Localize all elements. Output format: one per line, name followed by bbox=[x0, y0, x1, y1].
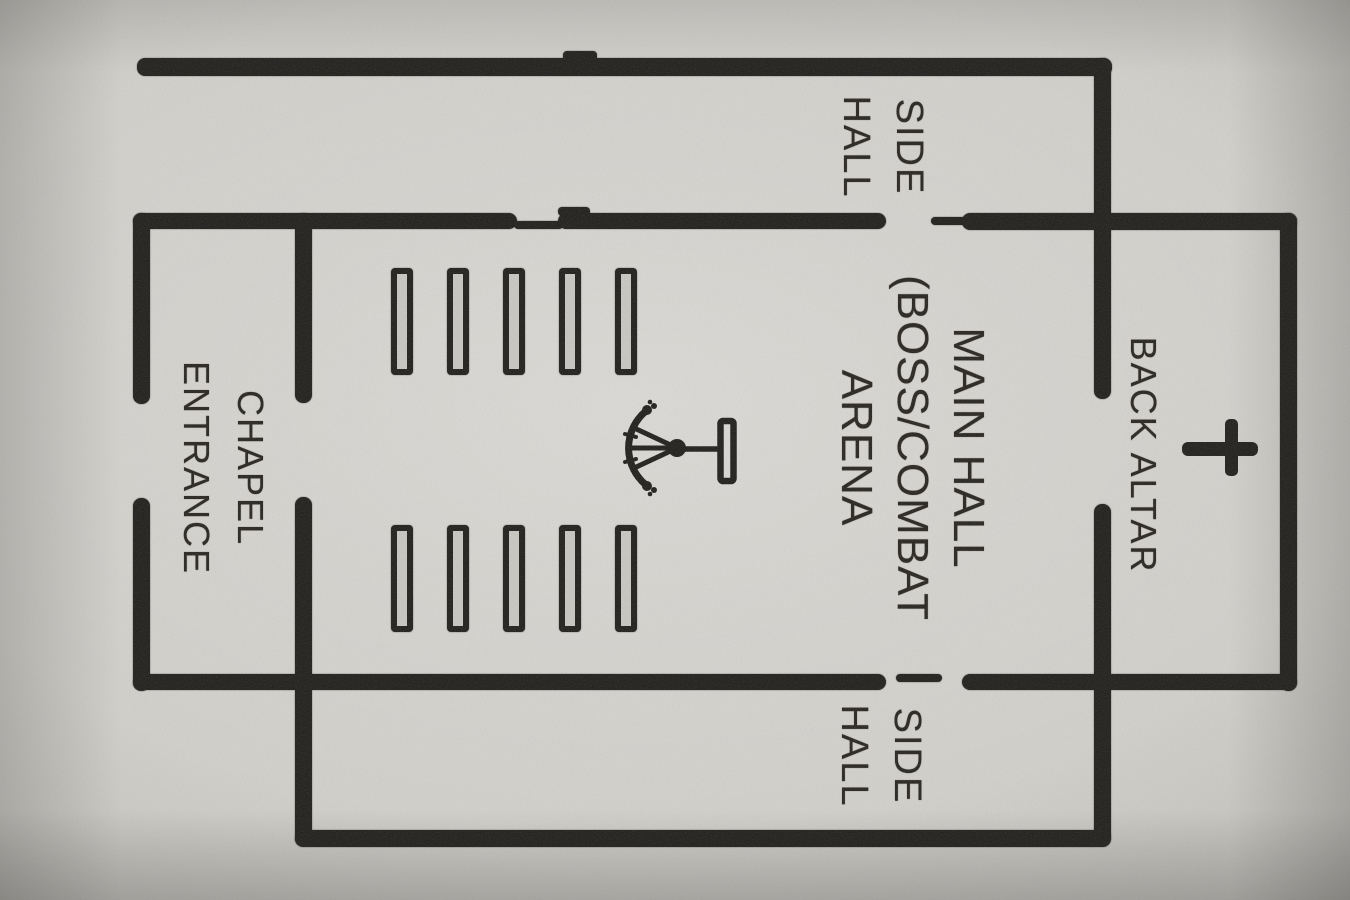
wall-nave-bottom-1 bbox=[133, 674, 886, 690]
label-chapel-entrance: CHAPEL ENTRANCE bbox=[169, 361, 277, 575]
wall-bottom-outer bbox=[295, 830, 1111, 847]
pew bbox=[503, 525, 525, 632]
wall-nave-top-door-sill bbox=[514, 221, 563, 229]
wall-top-seam bbox=[563, 51, 597, 61]
label-line: ARENA bbox=[832, 369, 881, 527]
pew bbox=[559, 268, 581, 375]
wall-mainhall-top-3 bbox=[962, 213, 1297, 230]
wall-nave-top-1 bbox=[133, 213, 517, 229]
pew bbox=[559, 525, 581, 632]
pew bbox=[503, 268, 525, 375]
label-line: (BOSS/COMBAT bbox=[888, 274, 937, 622]
pew-row-top bbox=[391, 268, 637, 375]
pew bbox=[447, 525, 469, 632]
pew bbox=[615, 525, 637, 632]
label-line: ENTRANCE bbox=[176, 360, 217, 576]
label-side-hall-top: SIDE HALL bbox=[829, 95, 935, 198]
wall-nave-top-2 bbox=[558, 213, 886, 229]
lectern-icon bbox=[623, 399, 737, 497]
pew bbox=[447, 268, 469, 375]
pew bbox=[615, 268, 637, 375]
label-line: HALL bbox=[833, 704, 875, 808]
wall-left-outer-lower bbox=[133, 498, 150, 691]
wall-mainhall-bottom-door-leaf bbox=[896, 674, 942, 682]
wall-mainhall-bottom-2 bbox=[962, 674, 1297, 690]
label-line: SIDE bbox=[886, 707, 928, 805]
wall-vestibule-lower bbox=[295, 497, 312, 846]
label-line: CHAPEL bbox=[230, 389, 271, 547]
label-line: HALL bbox=[835, 95, 877, 199]
pew bbox=[391, 525, 413, 632]
pew-row-bottom bbox=[391, 525, 637, 632]
wall-right-outer bbox=[1280, 213, 1297, 691]
wall-top-outer bbox=[137, 58, 1112, 76]
label-line: BACK ALTAR bbox=[1123, 336, 1164, 574]
label-line: MAIN HALL bbox=[944, 327, 993, 569]
label-main-hall: MAIN HALL (BOSS/COMBAT ARENA bbox=[828, 275, 996, 621]
wall-vestibule-upper bbox=[295, 213, 312, 403]
pew bbox=[391, 268, 413, 375]
label-line: SIDE bbox=[888, 98, 930, 196]
label-side-hall-bottom: SIDE HALL bbox=[827, 704, 933, 807]
wall-left-outer-upper bbox=[133, 213, 150, 404]
label-back-altar: BACK ALTAR bbox=[1121, 337, 1165, 574]
